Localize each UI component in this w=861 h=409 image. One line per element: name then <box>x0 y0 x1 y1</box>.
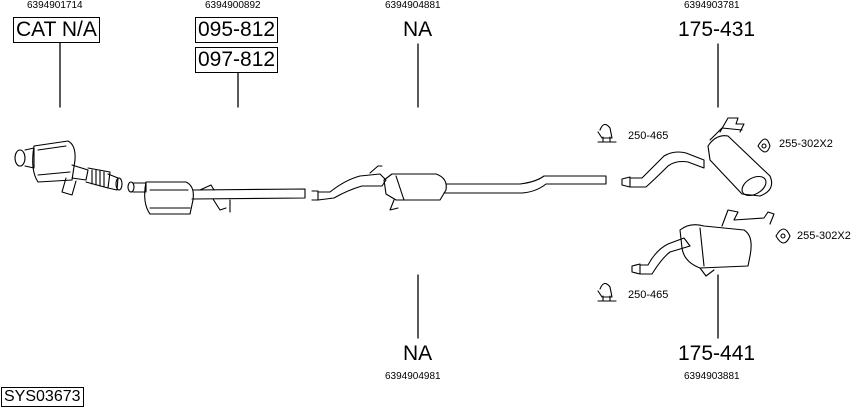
middle-silencer-part[interactable] <box>311 165 607 211</box>
oe-number-rear-bottom: 6394903881 <box>684 371 740 382</box>
hanger-label-bottom[interactable]: 255-302X2 <box>797 230 851 242</box>
oe-number-catalyst: 6394901714 <box>27 0 83 11</box>
part-label-rear-bottom[interactable]: 175-441 <box>678 342 756 365</box>
part-label-front-pipe-1[interactable]: 095-812 <box>195 17 279 43</box>
clamp-icon-bottom[interactable] <box>597 282 617 302</box>
hanger-label-top[interactable]: 255-302X2 <box>779 138 833 150</box>
oe-number-front-pipe: 6394900892 <box>205 0 261 11</box>
leader-lines <box>59 42 719 339</box>
part-label-catalyst[interactable]: CAT N/A <box>13 17 100 43</box>
system-code: SYS03673 <box>1 387 84 407</box>
rear-silencer-top-part[interactable] <box>621 117 773 199</box>
clamp-icon-top[interactable] <box>597 123 617 143</box>
hanger-icon-bottom[interactable] <box>775 228 791 244</box>
part-label-rear-top[interactable]: 175-431 <box>678 18 756 41</box>
rear-silencer-bottom-part[interactable] <box>631 209 775 277</box>
oe-number-middle-bottom: 6394904981 <box>385 371 441 382</box>
hanger-icon-top[interactable] <box>757 138 771 153</box>
part-label-middle-bottom[interactable]: NA <box>403 342 433 365</box>
front-pipe-part[interactable] <box>127 181 306 215</box>
clamp-label-top[interactable]: 250-465 <box>628 130 669 142</box>
catalyst-part[interactable] <box>14 140 123 196</box>
part-label-front-pipe-2[interactable]: 097-812 <box>195 47 279 73</box>
part-label-middle-top[interactable]: NA <box>403 18 433 41</box>
oe-number-middle-top: 6394904881 <box>385 0 441 11</box>
clamp-label-bottom[interactable]: 250-465 <box>628 289 669 301</box>
oe-number-rear-top: 6394903781 <box>684 0 740 11</box>
